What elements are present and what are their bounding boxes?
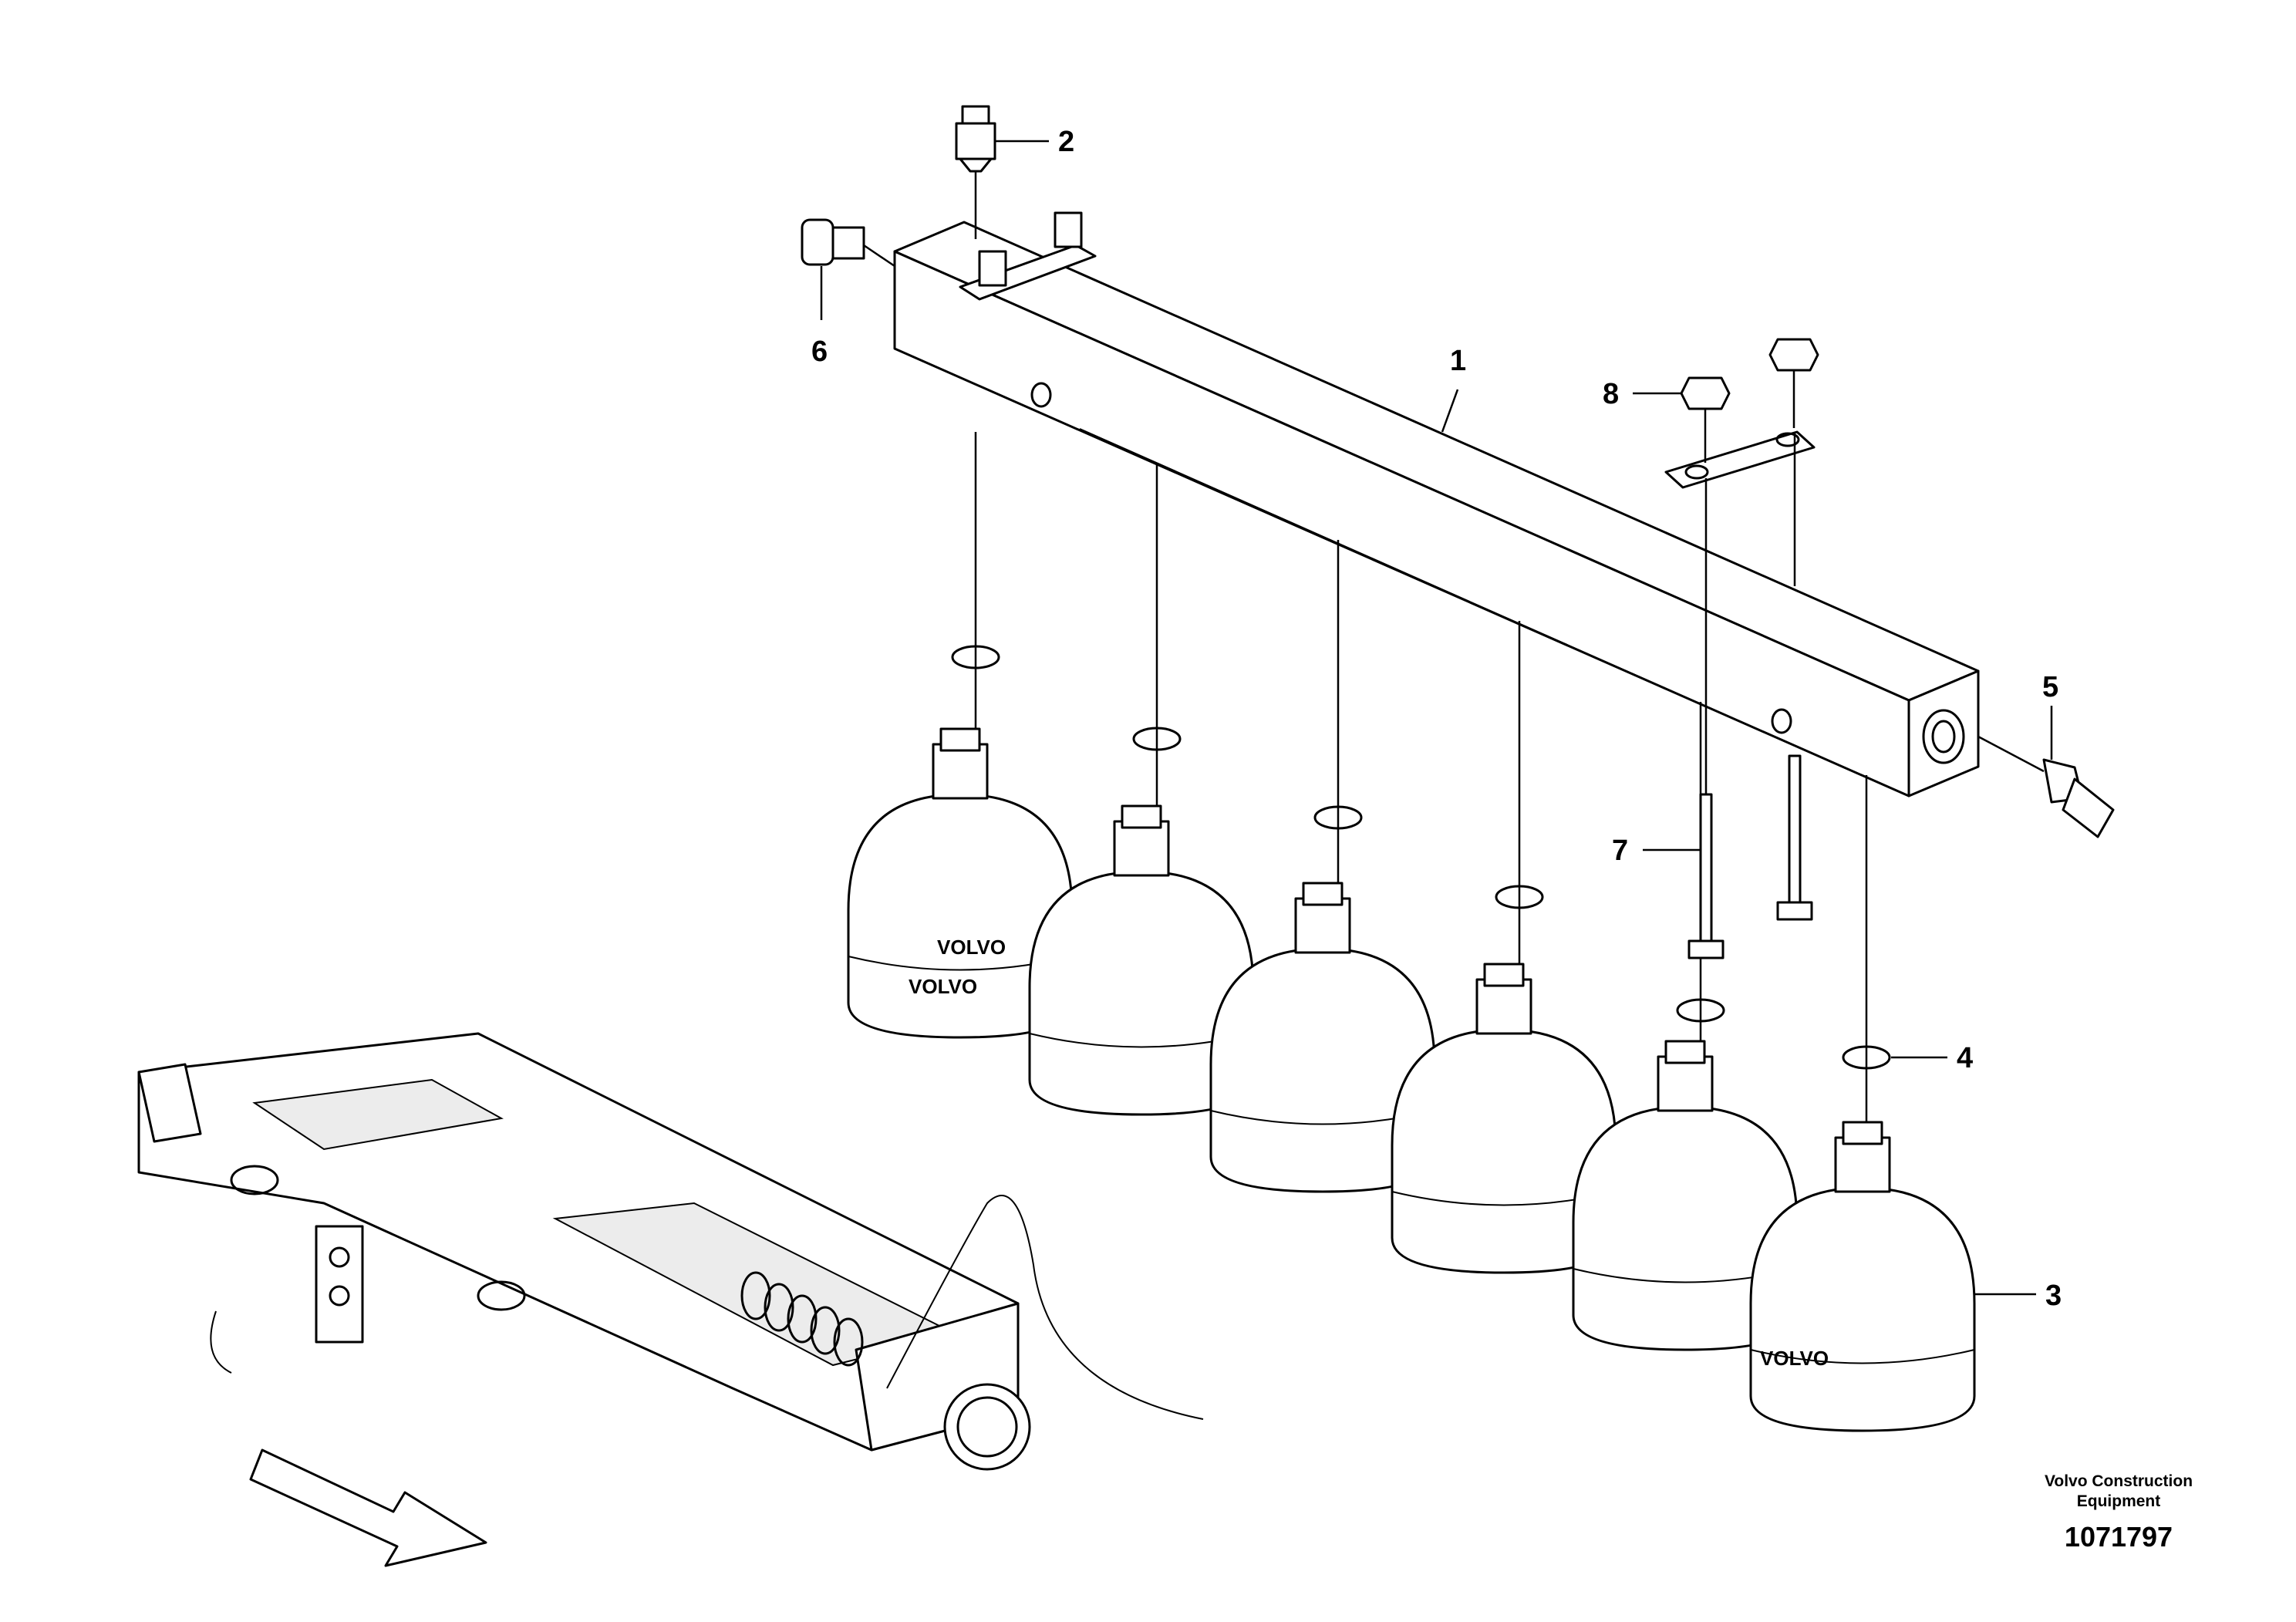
callout-label: 3: [2045, 1280, 2062, 1312]
left-connector: [801, 218, 895, 268]
callout-7: 7: [1612, 835, 1701, 867]
clamp-plate-left: [959, 211, 1097, 301]
frame-accumulator-bank: [740, 1271, 864, 1367]
chassis-frame-sketch: [137, 1032, 1204, 1471]
direction-arrow: [249, 1448, 487, 1567]
callout-label: 4: [1957, 1042, 1973, 1074]
accumulator-manifold-bar: [893, 221, 1980, 798]
elbow-fitting: [1977, 735, 2115, 838]
accumulator: [847, 727, 1074, 1039]
accumulator-marking: VOLVO: [1760, 1347, 1829, 1370]
flange-nuts: [1680, 338, 1819, 463]
callout-3: 3: [1974, 1280, 2062, 1312]
accumulator: [1391, 963, 1617, 1274]
callout-4: 4: [1891, 1042, 1973, 1074]
callout-2: 2: [995, 126, 1074, 158]
o-rings: [951, 645, 1891, 1070]
accumulator: [1749, 1121, 1976, 1432]
brand-caption: Volvo Construction Equipment: [2044, 1472, 2193, 1510]
connection-lines: [974, 432, 1868, 1122]
accumulator-marking: VOLVO: [937, 936, 1006, 959]
accumulator-group: VOLVO VOLVO VOLVO: [847, 727, 1976, 1432]
callout-label: 2: [1058, 126, 1074, 158]
callout-label: 5: [2042, 671, 2058, 703]
callout-label: 7: [1612, 835, 1628, 867]
accumulator: [1572, 1040, 1799, 1351]
accumulator-marking: VOLVO: [909, 975, 977, 998]
accumulator: [1028, 804, 1255, 1116]
sensor-fitting: [955, 105, 996, 239]
callout-label: 8: [1603, 378, 1619, 410]
callout-6: 6: [811, 266, 828, 368]
callout-label: 1: [1450, 345, 1466, 377]
bolts: [1687, 432, 1813, 959]
callout-1: 1: [1441, 345, 1466, 433]
document-number: 1071797: [2064, 1521, 2173, 1553]
clamp-plate-right: [1664, 430, 1816, 489]
callout-5: 5: [2042, 671, 2058, 760]
callout-label: 6: [811, 336, 828, 368]
callout-8: 8: [1603, 378, 1681, 410]
